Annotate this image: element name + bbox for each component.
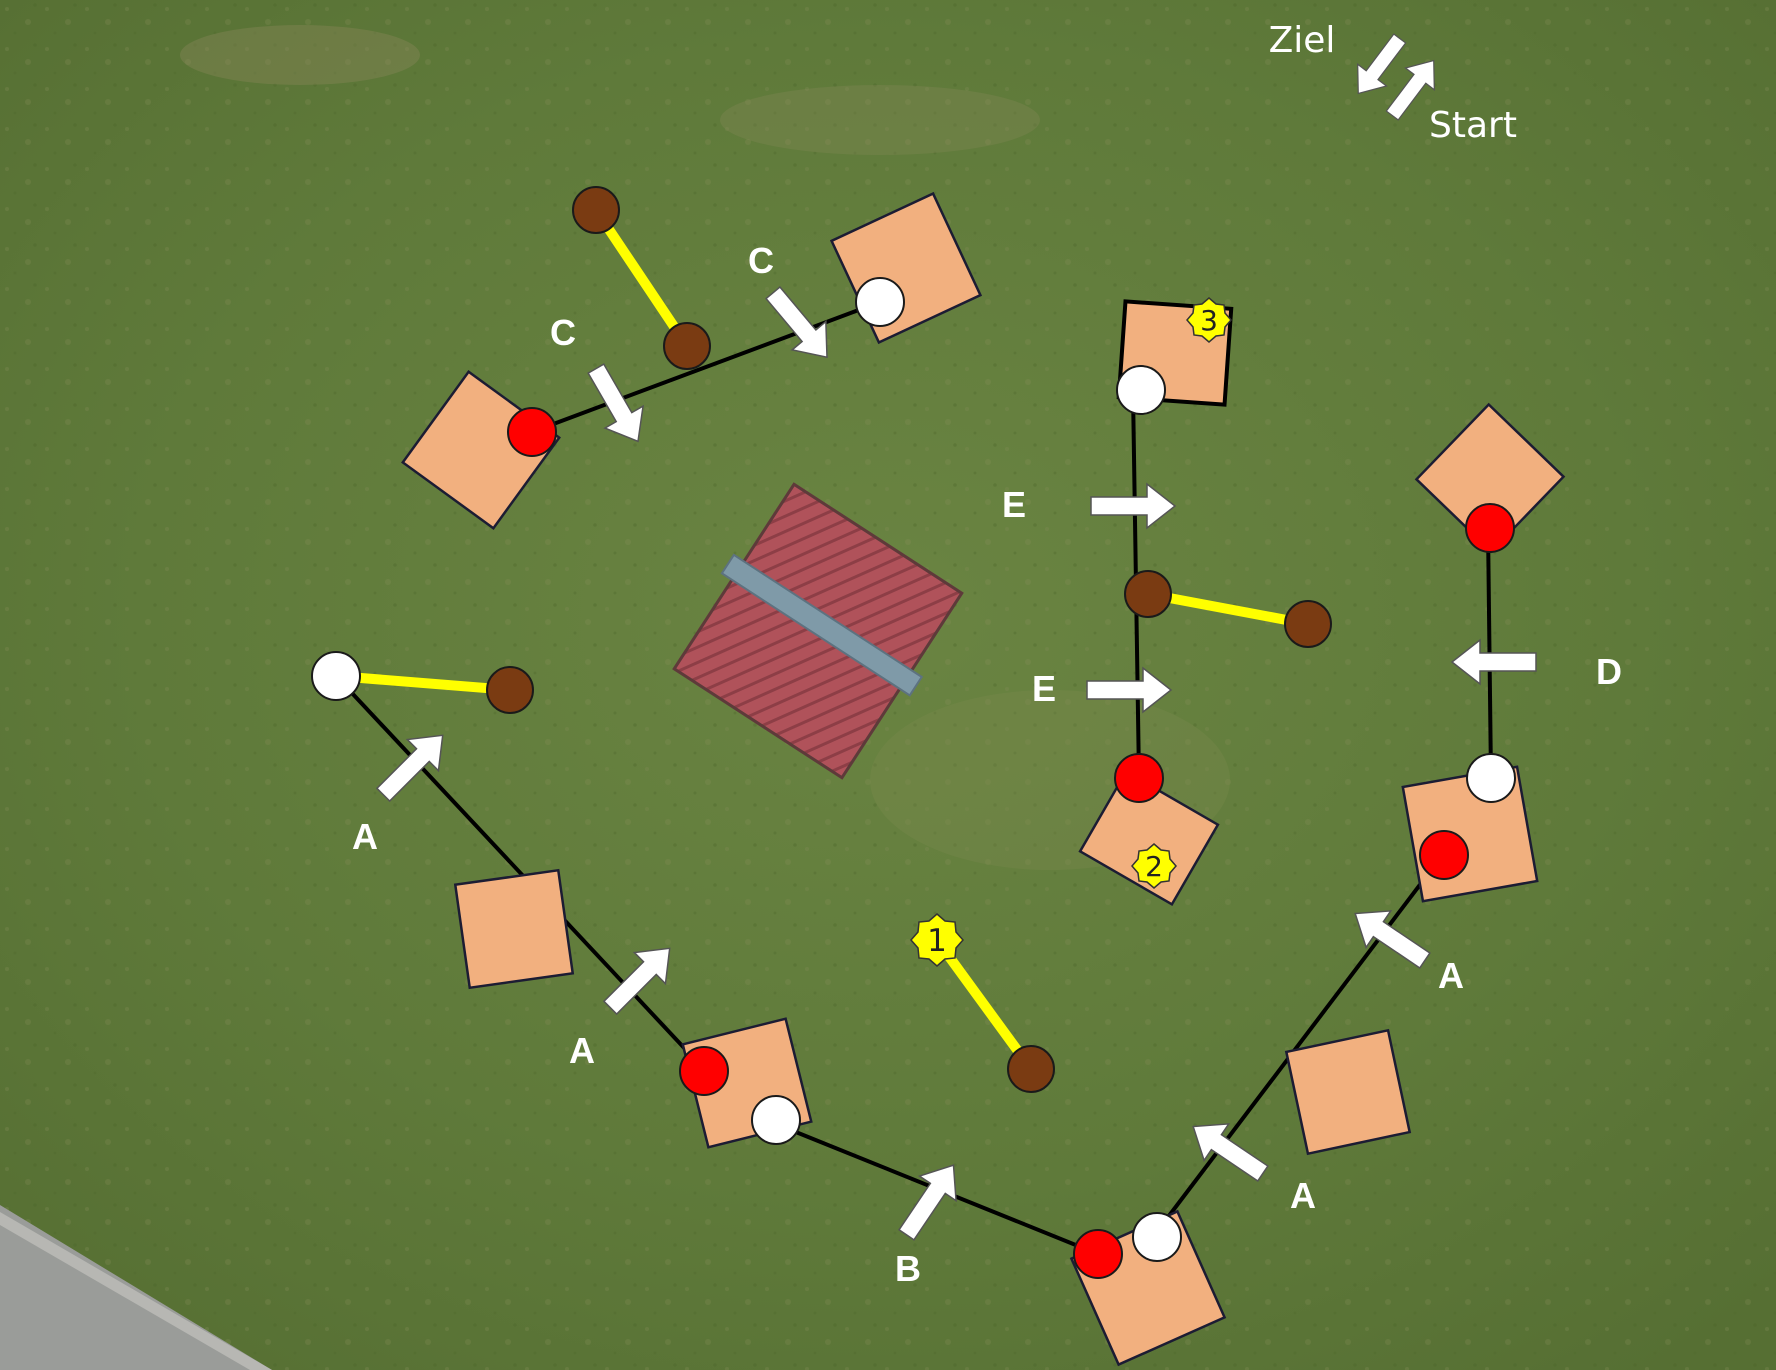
red-flag — [680, 1047, 728, 1095]
red-flag — [1074, 1230, 1122, 1278]
brown-post — [1008, 1046, 1054, 1092]
brown-post — [487, 667, 533, 713]
box — [455, 870, 572, 987]
label-b: B — [895, 1248, 921, 1289]
star-marker-3: 3 — [1187, 298, 1231, 342]
red-flag — [508, 408, 556, 456]
label-e-upper: E — [1002, 484, 1026, 525]
label-d: D — [1596, 651, 1622, 692]
label-c-right: C — [748, 240, 774, 281]
label-a-left-lower: A — [569, 1030, 595, 1071]
star-marker-2: 2 — [1132, 844, 1176, 888]
white-flag — [1133, 1213, 1181, 1261]
marker-number-1: 1 — [927, 923, 947, 959]
white-flag — [1467, 754, 1515, 802]
white-flag — [312, 652, 360, 700]
white-flag — [1117, 366, 1165, 414]
label-a-right-upper: A — [1438, 955, 1464, 996]
box — [1286, 1030, 1409, 1153]
red-flag — [1466, 504, 1514, 552]
brown-post — [1125, 571, 1171, 617]
brown-post — [664, 323, 710, 369]
red-flag — [1115, 754, 1163, 802]
dry-patch — [720, 85, 1040, 155]
marker-number-2: 2 — [1145, 850, 1163, 883]
brown-post — [1285, 601, 1331, 647]
dry-patch — [180, 25, 420, 85]
start-label: Start — [1429, 105, 1517, 146]
finish-label: Ziel — [1269, 20, 1336, 61]
star-marker-1: 1 — [911, 914, 963, 966]
label-c-left: C — [550, 312, 576, 353]
label-a-right-lower: A — [1290, 1175, 1316, 1216]
brown-post — [573, 187, 619, 233]
label-a-left-upper: A — [352, 816, 378, 857]
red-flag — [1420, 831, 1468, 879]
white-flag — [856, 278, 904, 326]
white-flag — [752, 1096, 800, 1144]
marker-number-3: 3 — [1200, 304, 1218, 337]
label-e-lower: E — [1032, 668, 1056, 709]
